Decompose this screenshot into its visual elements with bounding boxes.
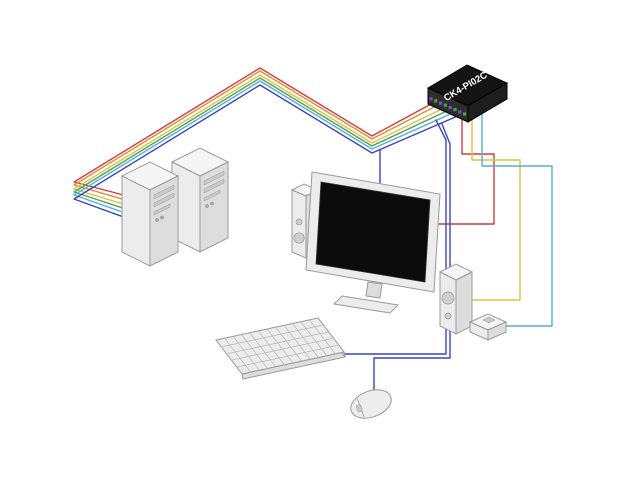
tower1-front-face: [149, 175, 179, 267]
keyboard-key-grid: [220, 319, 340, 373]
monitor: [305, 171, 441, 314]
left-speaker-tweeter: [295, 218, 303, 226]
tower2-reset-button: [210, 201, 214, 206]
tower1-left-face: [121, 175, 151, 267]
kvm-switch: CK4-PI02C: [426, 64, 509, 123]
tower2-drive-bays: [203, 170, 225, 202]
tower2-power-button: [205, 204, 209, 208]
kvm-port-cluster-2: [439, 101, 447, 107]
keyboard-cable-blue: [339, 119, 447, 355]
usb-receiver: [468, 313, 508, 341]
ps2-port-purple: [448, 106, 452, 110]
ps2-port-purple: [429, 97, 433, 101]
mouse: [350, 389, 392, 419]
kvm-port-cluster-1: [429, 97, 438, 103]
tower2-front-face: [199, 161, 229, 253]
monitor-screen: [315, 181, 431, 283]
kvm-side-face: [467, 82, 508, 123]
bundle-cable-cyan: [73, 80, 456, 227]
cable-bundle: [73, 67, 461, 233]
speaker-cable-yellow: [467, 111, 521, 301]
bundle-cable-red: [73, 67, 434, 203]
mouse-cable-blue: [373, 123, 451, 393]
right-speaker: [438, 263, 474, 335]
mouse-body: [350, 389, 392, 419]
right-speaker-tweeter: [444, 312, 452, 320]
receiver-cable-cyan: [481, 107, 553, 327]
ps2-port-purple: [458, 110, 462, 114]
left-speaker-woofer: [293, 232, 305, 244]
ps2-port-purple: [439, 101, 443, 105]
kvm-port-cluster-3: [448, 106, 457, 112]
bundle-cable-yellow: [73, 74, 445, 215]
monitor-stand-base: [332, 295, 400, 314]
keyboard: [215, 317, 346, 380]
ps2-port-green: [463, 112, 467, 116]
receiver-side: [487, 321, 507, 341]
tower1-reset-button: [160, 215, 164, 220]
bundle-cable-blue: [73, 84, 461, 233]
ps2-port-green: [434, 99, 438, 103]
tower1-power-button: [155, 218, 159, 222]
mouse-scroll-wheel: [356, 404, 363, 413]
ps2-port-green: [453, 108, 457, 112]
monitor-video-cable-red: [435, 115, 495, 225]
tower1-drive-bays: [153, 184, 175, 216]
ps2-port-green: [443, 103, 447, 107]
bundle-cable-orange: [73, 70, 439, 209]
monitor-stand-neck: [365, 281, 383, 299]
computer-tower-1: [120, 161, 180, 267]
kvm-port-cluster-4: [458, 110, 467, 116]
computer-tower-2: [170, 147, 230, 253]
bundle-cable-green: [73, 77, 450, 221]
peripheral-cables: [339, 107, 553, 393]
receiver-button: [482, 316, 496, 324]
right-speaker-woofer: [441, 291, 455, 305]
